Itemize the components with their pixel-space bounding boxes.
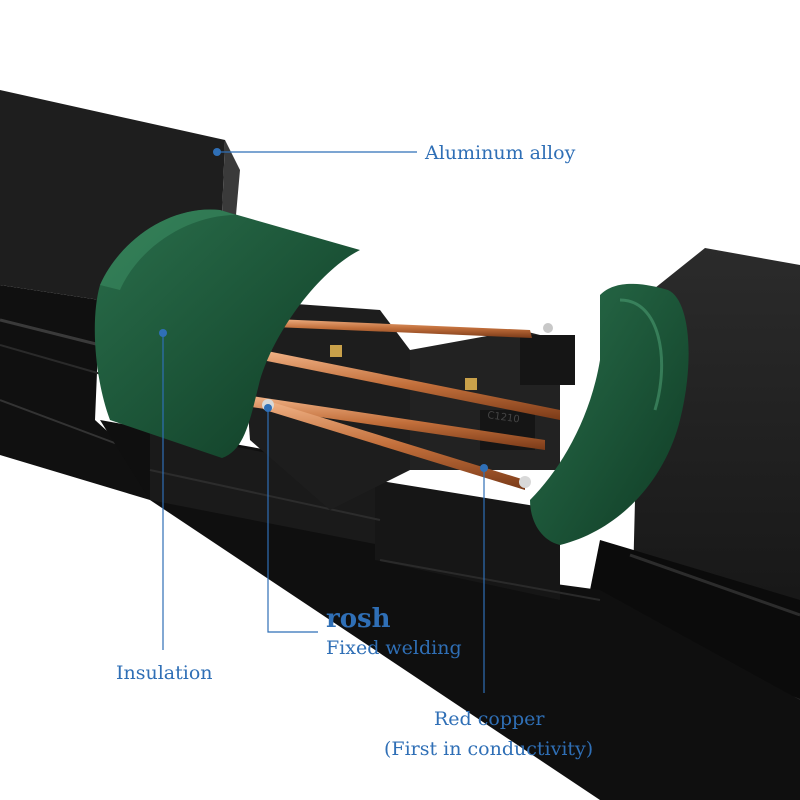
connector-marking: C1210: [487, 410, 521, 425]
label-fixed-welding: Fixed welding: [326, 637, 462, 659]
leader-dots: [159, 148, 488, 472]
label-rosh: rosh: [326, 604, 391, 634]
label-red-copper: Red copper: [434, 708, 545, 730]
left-housing: [0, 90, 240, 500]
label-insulation: Insulation: [116, 662, 213, 684]
leader-lines: [162, 151, 485, 693]
copper-bars: [245, 318, 560, 490]
insulation-tape: [94, 209, 689, 545]
label-conductivity: (First in conductivity): [384, 738, 594, 760]
label-aluminum-alloy: Aluminum alloy: [425, 142, 576, 164]
base-channel: [100, 420, 800, 800]
